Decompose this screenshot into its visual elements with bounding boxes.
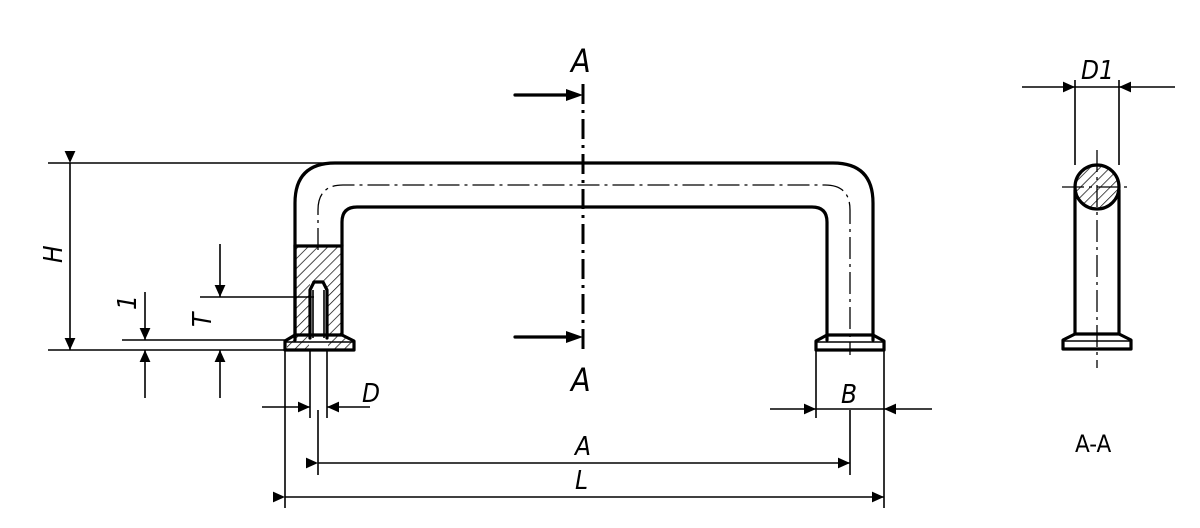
dimension-label-h: H — [39, 245, 69, 263]
dimension-h: H — [39, 151, 330, 351]
dimension-label-a: A — [573, 432, 591, 462]
dimension-label-d1: D1 — [1081, 56, 1114, 86]
section-cut-line: A A — [513, 42, 591, 399]
dimension-one: 1 — [113, 292, 288, 398]
left-foot-section — [283, 243, 356, 352]
dimension-t: T — [188, 244, 314, 398]
dimension-label-l: L — [575, 466, 588, 496]
dimension-l: L — [273, 350, 885, 508]
dimension-label-d: D — [362, 379, 380, 409]
section-view-a-a: D1 A-A — [1022, 56, 1175, 458]
dimension-a: A — [306, 410, 851, 475]
section-label-bottom: A — [569, 361, 591, 399]
section-caption: A-A — [1075, 430, 1112, 458]
dimension-label-one: 1 — [113, 295, 143, 310]
section-label-top: A — [569, 42, 591, 80]
dimension-d: D — [262, 350, 380, 418]
dimension-label-b: B — [841, 380, 857, 410]
dimension-label-t: T — [188, 311, 218, 327]
dimension-b: B — [770, 350, 932, 418]
